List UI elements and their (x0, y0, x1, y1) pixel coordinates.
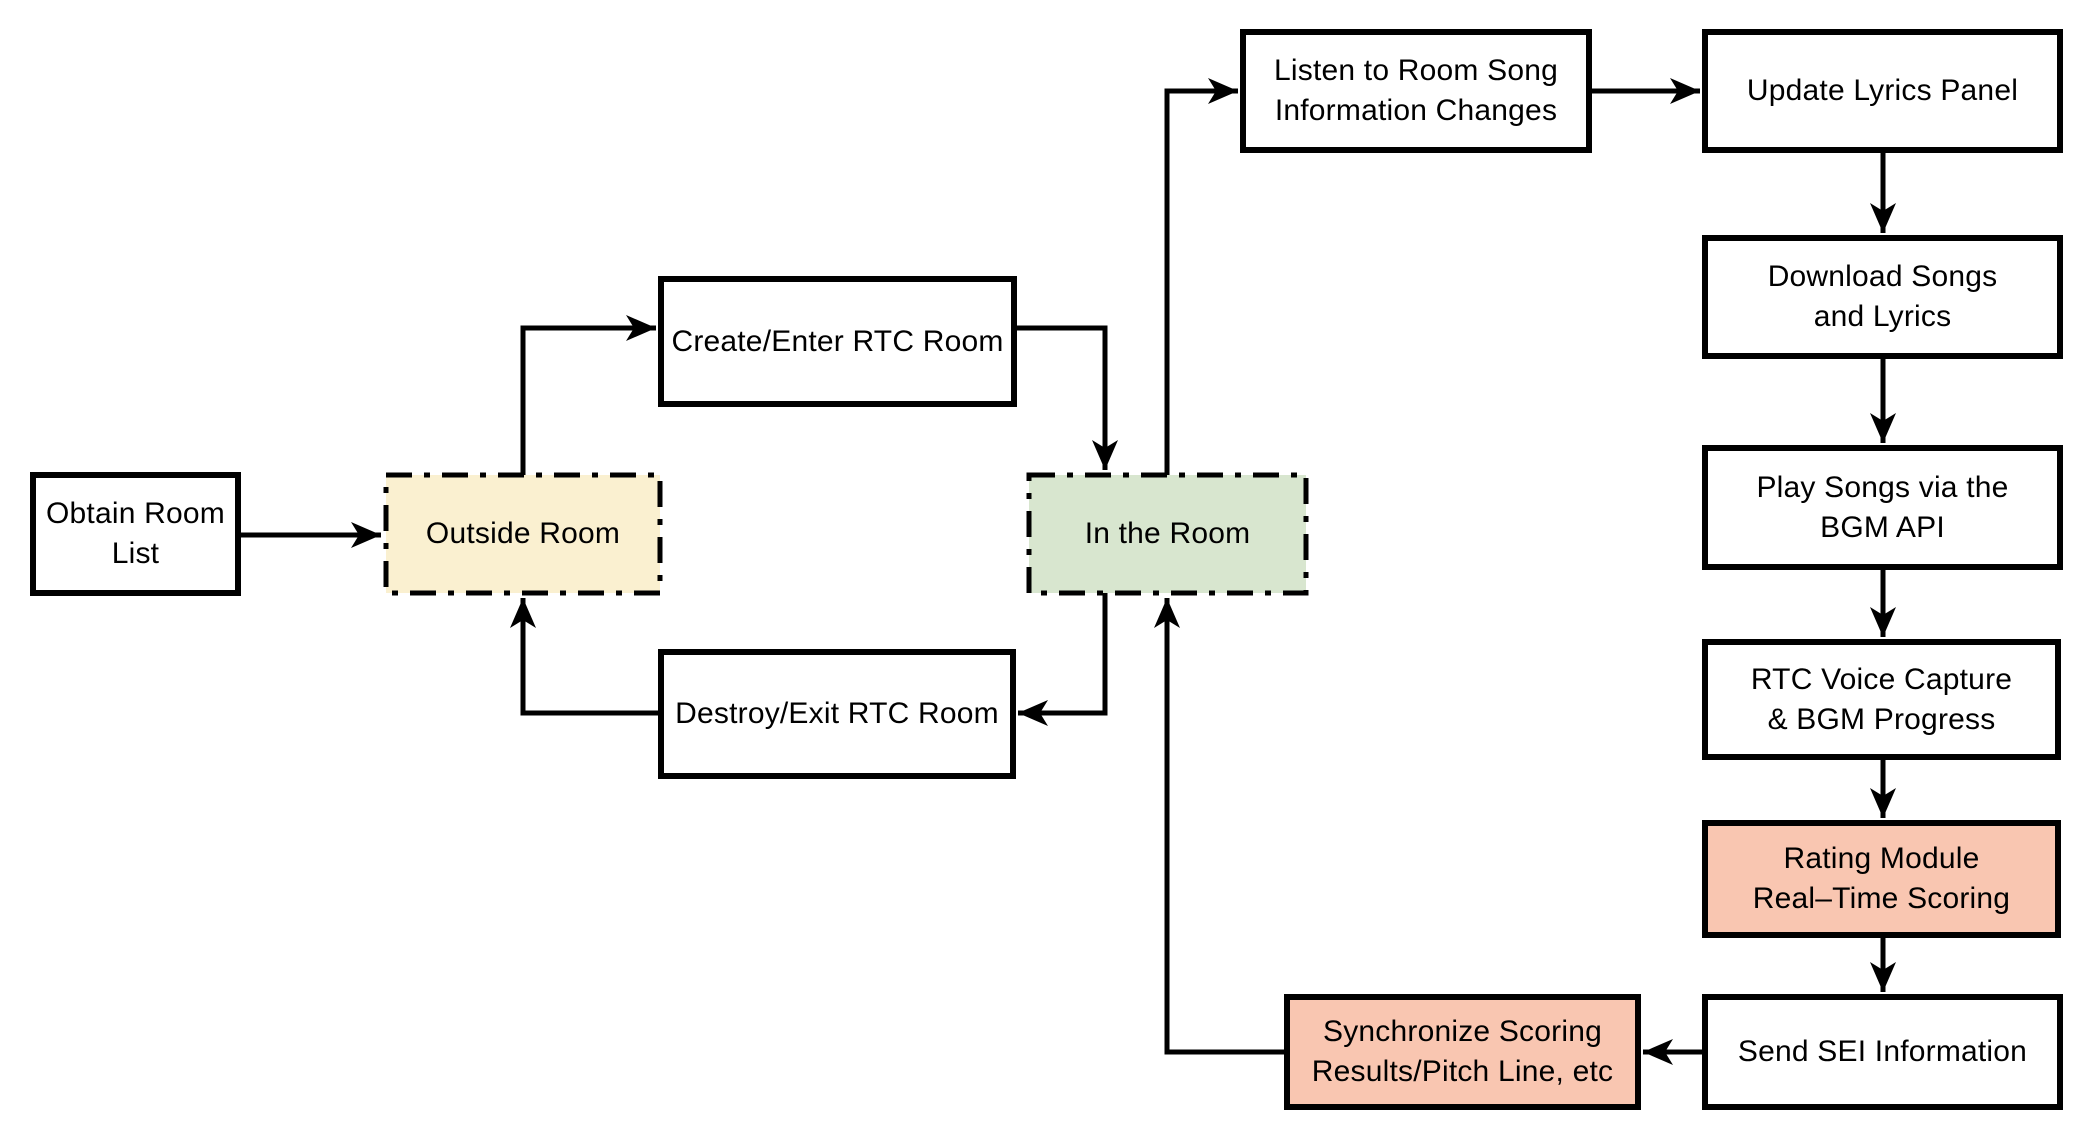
edge-inroom-to-listen (1164, 78, 1238, 475)
node-shape-rating-module-real-time-scoring (1702, 820, 2061, 938)
edge-outside-to-create (520, 315, 656, 475)
node-shape-play-songs-via-bgm-api (1702, 445, 2063, 570)
node-shape-listen-room-song-info-changes (1240, 29, 1592, 153)
node-shape-destroy-exit-rtc-room (658, 649, 1016, 779)
edge-destroy-to-outside (510, 598, 661, 716)
node-shape-group (30, 29, 2063, 1110)
node-shape-synchronize-scoring-results (1284, 994, 1641, 1110)
edge-sync-to-inroom (1154, 598, 1287, 1055)
node-shape-in-the-room (1026, 472, 1309, 596)
node-shape-download-songs-and-lyrics (1702, 235, 2063, 359)
connector-group (238, 78, 1896, 1065)
edge-create-to-inroom (1014, 325, 1118, 470)
node-shape-send-sei-information (1702, 994, 2063, 1110)
node-shape-outside-room (383, 472, 663, 596)
edge-inroom-to-destroy (1018, 593, 1108, 726)
node-shape-create-enter-rtc-room (658, 276, 1017, 407)
node-shape-rtc-voice-capture-bgm-progress (1702, 639, 2061, 760)
node-shape-update-lyrics-panel (1702, 29, 2063, 153)
node-shape-obtain-room-list (30, 472, 241, 596)
